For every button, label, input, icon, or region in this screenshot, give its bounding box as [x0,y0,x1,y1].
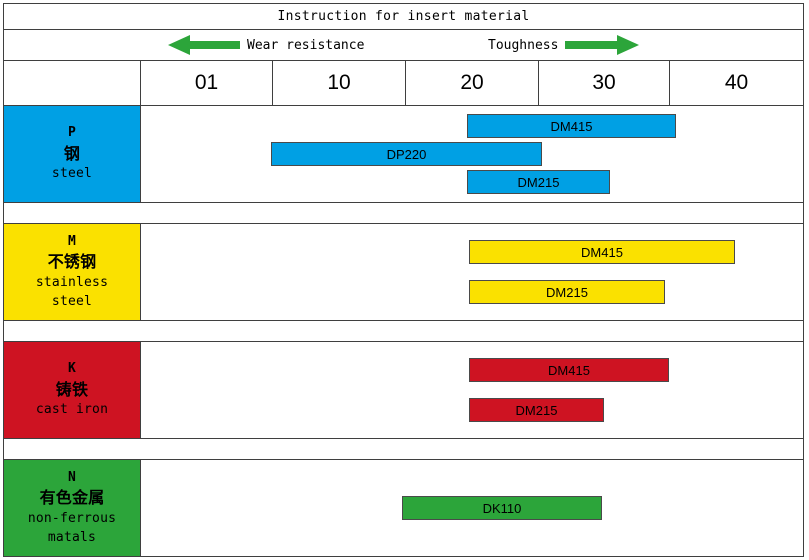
material-row-n: N 有色金属 non-ferrous matals DK110 [3,459,804,557]
spacer-row-2 [3,320,804,342]
material-label-p: P 钢 steel [3,105,141,203]
bar-n-dk110: DK110 [402,496,602,520]
column-header-30: 30 [538,60,670,106]
material-label-k: K 铸铁 cast iron [3,341,141,439]
material-name-en-n-line1: non-ferrous [27,511,117,527]
page-title: Instruction for insert material [3,3,804,30]
bar-p-dp220: DP220 [271,142,542,166]
spacer-row-1 [3,202,804,224]
material-name-en-m-line2: steel [51,293,93,309]
toughness-legend: Toughness [488,30,640,60]
insert-material-table: Instruction for insert material Wear res… [3,3,804,557]
material-label-m: M 不锈钢 stainless steel [3,223,141,321]
column-header-10: 10 [272,60,406,106]
bars-area-n: DK110 [141,460,803,556]
arrow-right-icon [565,35,640,55]
bar-label: DM415 [581,244,623,260]
wear-resistance-legend: Wear resistance [168,30,364,60]
material-code-k: K [67,361,77,377]
material-name-cn-n: 有色金属 [39,488,105,508]
column-header-01: 01 [140,60,273,106]
toughness-label: Toughness [488,37,559,53]
arrow-left-icon [168,35,240,55]
bar-label: DK110 [482,500,522,516]
bars-cell-n: DK110 [140,459,804,557]
material-name-en-n-line2: matals [47,529,97,545]
axis-legend-row: Wear resistance Toughness [3,29,804,61]
material-name-en-k: cast iron [35,402,109,418]
bar-label: DM415 [548,362,590,378]
axis-legend: Wear resistance Toughness [4,30,803,60]
bar-label: DM415 [550,118,593,134]
bar-k-dm215: DM215 [469,398,604,422]
title-row: Instruction for insert material [3,3,804,30]
material-code-n: N [67,469,77,485]
bar-label: DM215 [517,174,560,190]
bar-label: DM215 [515,402,558,418]
material-code-m: M [67,233,77,249]
bar-k-dm415: DM415 [469,358,669,382]
bar-p-dm215: DM215 [467,170,610,194]
corner-cell [3,60,141,106]
material-label-n: N 有色金属 non-ferrous matals [3,459,141,557]
column-header-20: 20 [405,60,539,106]
bar-m-dm415: DM415 [469,240,735,264]
material-name-cn-p: 钢 [63,143,81,163]
bar-label: DM215 [546,284,588,300]
material-name-en-p: steel [51,166,93,182]
material-name-cn-k: 铸铁 [55,379,89,399]
bar-m-dm215: DM215 [469,280,665,304]
wear-resistance-label: Wear resistance [247,37,365,53]
column-header-40: 40 [669,60,804,106]
material-code-p: P [67,125,77,141]
material-name-cn-m: 不锈钢 [47,252,97,272]
spacer-row-3 [3,438,804,460]
bar-p-dm415: DM415 [467,114,676,138]
material-name-en-m-line1: stainless [35,275,109,291]
column-header-row: 01 10 20 30 40 [3,60,804,106]
bar-label: DP220 [386,146,427,162]
